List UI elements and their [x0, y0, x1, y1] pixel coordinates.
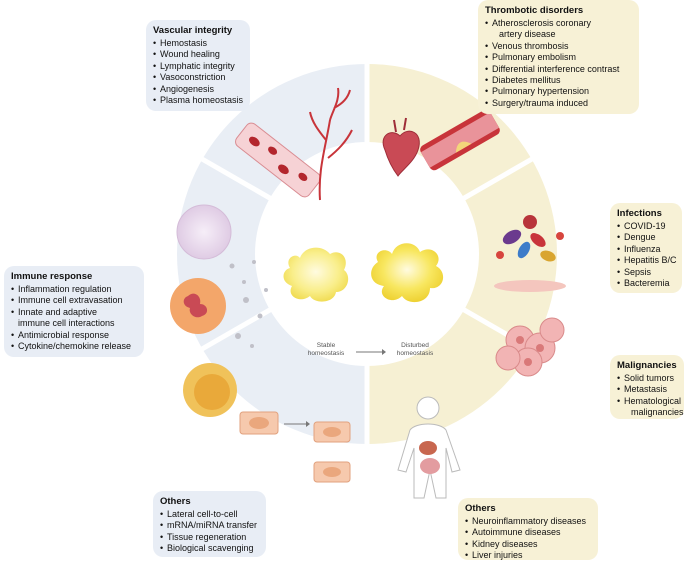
immune-response-box: Immune response Inflammation regulation …: [4, 266, 144, 357]
list-item: Tissue regeneration: [160, 532, 259, 544]
list-item: Biological scavenging: [160, 543, 259, 555]
list-item: Hematological: [617, 396, 681, 408]
list-item: Cytokine/chemokine release: [11, 341, 137, 353]
list-item: Autoimmune diseases: [465, 527, 591, 539]
list-item: Inflammation regulation: [11, 284, 137, 296]
list-item: Solid tumors: [617, 373, 677, 385]
others-left-box: Others Lateral cell-to-cell mRNA/miRNA t…: [153, 491, 266, 557]
list-item: Antimicrobial response: [11, 330, 137, 342]
thrombotic-disorders-box: Thrombotic disorders Atherosclerosis cor…: [478, 0, 639, 114]
stable-homeostasis-label: Stable homeostasis: [307, 342, 345, 357]
pathogens-illustration: [494, 215, 566, 292]
center-circle: [255, 142, 479, 366]
thrombotic-disorders-list: Atherosclerosis coronary artery disease …: [485, 18, 632, 110]
list-item: Pulmonary hypertension: [485, 86, 632, 98]
infections-title: Infections: [617, 208, 662, 219]
list-item: Metastasis: [617, 384, 677, 396]
vascular-integrity-list: Hemostasis Wound healing Lymphatic integ…: [153, 38, 243, 107]
disturbed-cell: [371, 243, 444, 303]
others-right-list: Neuroinflammatory diseases Autoimmune di…: [465, 516, 591, 562]
list-item: Neuroinflammatory diseases: [465, 516, 591, 528]
infections-list: COVID-19 Dengue Influenza Hepatitis B/C …: [617, 221, 677, 290]
list-item: Innate and adaptive: [11, 307, 137, 319]
malignancies-list: Solid tumors Metastasis Hematological ma…: [617, 373, 684, 419]
immune-cells-illustration: [170, 204, 268, 417]
thrombotic-disorders-title: Thrombotic disorders: [485, 5, 584, 16]
list-item: Plasma homeostasis: [153, 95, 243, 107]
list-item: Diabetes mellitus: [485, 75, 632, 87]
list-item: artery disease: [499, 29, 556, 40]
vascular-integrity-box: Vascular integrity Hemostasis Wound heal…: [146, 20, 250, 111]
cell-transfer-illustration: [239, 411, 351, 483]
list-item: Sepsis: [617, 267, 675, 279]
list-item: malignancies: [631, 407, 684, 418]
list-item: Venous thrombosis: [485, 41, 632, 53]
list-item: Angiogenesis: [153, 84, 243, 96]
immune-response-title: Immune response: [11, 271, 93, 282]
malignancies-box: Malignancies Solid tumors Metastasis Hem…: [610, 355, 684, 419]
list-item: Lymphatic integrity: [153, 61, 243, 73]
blood-vessel-illustration: [235, 87, 353, 201]
immune-response-list: Inflammation regulation Immune cell extr…: [11, 284, 137, 353]
list-item: immune cell interactions: [18, 318, 115, 329]
others-right-box: Others Neuroinflammatory diseases Autoim…: [458, 498, 598, 562]
others-right-title: Others: [465, 503, 496, 514]
list-item: Differential interference contrast: [485, 64, 632, 76]
tumor-cells-illustration: [495, 317, 565, 377]
list-item: Bacteremia: [617, 278, 675, 290]
list-item: Surgery/trauma induced: [485, 98, 632, 110]
list-item: Kidney diseases: [465, 539, 591, 551]
stable-cell: [283, 247, 349, 302]
others-left-title: Others: [160, 496, 191, 507]
list-item: Pulmonary embolism: [485, 52, 632, 64]
list-item: Hepatitis B/C: [617, 255, 677, 267]
list-item: mRNA/miRNA transfer: [160, 520, 259, 532]
list-item: COVID-19: [617, 221, 675, 233]
list-item: Wound healing: [153, 49, 243, 61]
list-item: Atherosclerosis coronary: [485, 18, 632, 30]
list-item: Immune cell extravasation: [11, 295, 137, 307]
list-item: Liver injuries: [465, 550, 591, 562]
disturbed-homeostasis-label: Disturbed homeostasis: [396, 342, 434, 357]
list-item: Hemostasis: [153, 38, 243, 50]
infections-box: Infections COVID-19 Dengue Influenza Hep…: [610, 203, 682, 293]
malignancies-title: Malignancies: [617, 360, 677, 371]
list-item: Dengue: [617, 232, 675, 244]
list-item: Vasoconstriction: [153, 72, 243, 84]
list-item: Lateral cell-to-cell: [160, 509, 259, 521]
list-item: Influenza: [617, 244, 675, 256]
human-body-illustration: [397, 396, 461, 499]
vascular-integrity-title: Vascular integrity: [153, 25, 233, 36]
transition-arrow: [356, 349, 386, 355]
heart-and-clot-illustration: [382, 109, 500, 177]
others-left-list: Lateral cell-to-cell mRNA/miRNA transfer…: [160, 509, 259, 555]
